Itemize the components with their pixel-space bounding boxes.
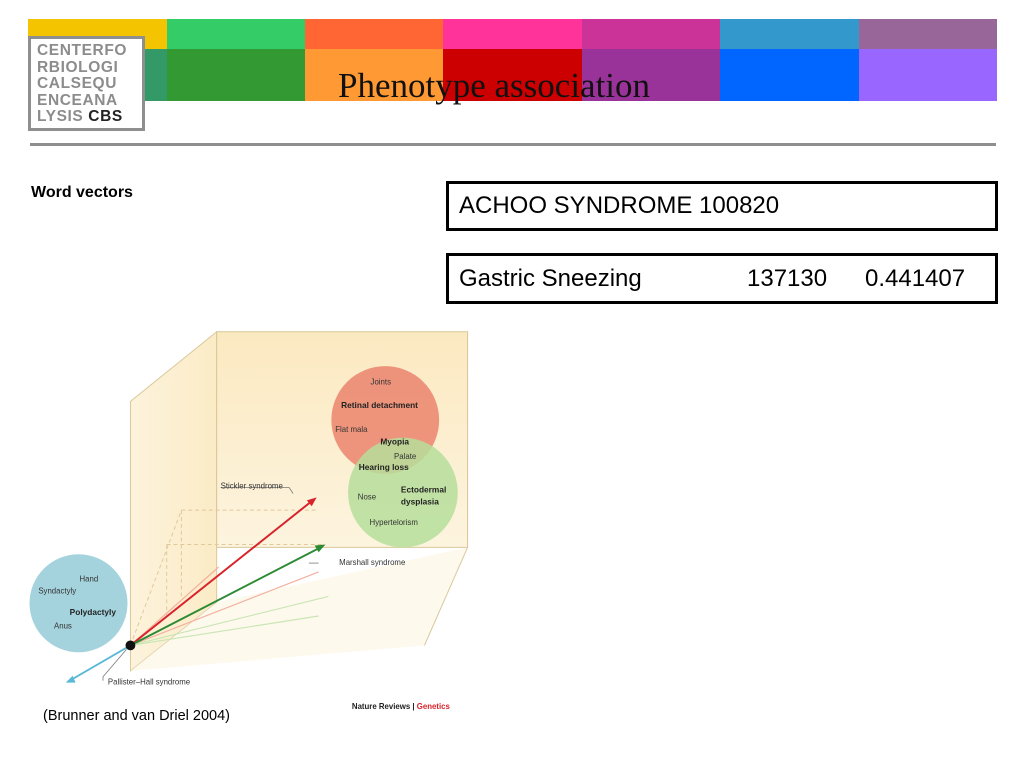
section-heading: Word vectors [31,184,133,201]
logo-line-4: ENCEANA [37,91,118,109]
blue-arrowhead [65,675,76,683]
logo-line-5: LYSIS CBS [37,109,142,126]
cbs-logo: CENTERFO RBIOLOGI CALSEQU ENCEANA LYSIS … [28,36,145,131]
blue-arrow [69,644,131,682]
origin-point [125,640,136,651]
cube-edge [423,331,469,646]
cube-floor [130,547,468,671]
label-pallister-hall-syndrome: Pallister–Hall syndrome [108,678,190,687]
band-orange [305,19,443,49]
logo-line-3: CALSEQU [37,75,117,93]
label-flat-mala: Flat mala [335,425,368,434]
credit-journal: Nature Reviews [352,702,411,711]
band-red [443,49,582,101]
logo-line-1: CENTERFO [37,42,128,59]
logo-cbs: CBS [88,108,123,126]
blue-circle [29,554,128,653]
arrows [65,497,326,683]
label-hearing-loss: Hearing loss [359,462,409,472]
band-green [167,19,305,49]
label-polydactyly: Polydactyly [70,607,117,617]
label-nose: Nose [358,492,376,501]
figure-credit: Nature Reviews | Genetics [352,702,451,711]
band-darkgreen [167,49,305,101]
query-text: ACHOO SYNDROME 100820 [459,192,780,219]
band-violet [859,49,997,101]
band-mauve [859,19,997,49]
word-vector-figure: Joints Retinal detachment Flat mala Myop… [29,330,469,711]
label-palate: Palate [394,452,416,461]
label-hypertelorism: Hypertelorism [370,518,418,527]
label-stickler-syndrome: Stickler syndrome [221,482,283,491]
logo-lysis: LYSIS [37,108,84,126]
citation: (Brunner and van Driel 2004) [43,708,230,724]
page-title: Phenotype association [338,66,651,105]
header-divider [30,143,996,146]
band-pink [443,19,582,49]
label-hand: Hand [79,575,98,584]
projection-lines [130,566,329,646]
green-arrowhead [314,544,326,553]
logo-line-2: RBIOLOGI [37,58,119,76]
band-magenta [582,19,720,49]
result-name: Gastric Sneezing [459,265,642,292]
label-anus: Anus [54,622,72,631]
label-marshall-syndrome: Marshall syndrome [339,558,405,567]
band-purple [582,49,720,101]
label-joints: Joints [371,378,392,387]
band-lightorange [305,49,443,101]
red-arrow [129,499,314,647]
label-ectodermal: Ectodermal [401,485,446,495]
band-brightblue [720,49,859,101]
green-arrow [129,546,322,647]
label-myopia: Myopia [380,437,409,447]
result-score: 0.441407 [865,265,966,292]
callout-lines [102,487,319,681]
query-box: ACHOO SYNDROME 100820 [446,181,998,231]
label-retinal-detachment: Retinal detachment [341,400,418,410]
band-blue [720,19,859,49]
result-box: Gastric Sneezing 137130 0.441407 [446,253,998,304]
guide-lines [129,509,325,646]
label-dysplasia: dysplasia [401,496,439,506]
credit-section: Genetics [417,702,451,711]
red-arrowhead [306,497,317,507]
label-syndactyly: Syndactyly [38,586,76,595]
result-id: 137130 [747,265,828,292]
credit-separator: | [412,702,414,711]
green-circle [348,437,458,548]
